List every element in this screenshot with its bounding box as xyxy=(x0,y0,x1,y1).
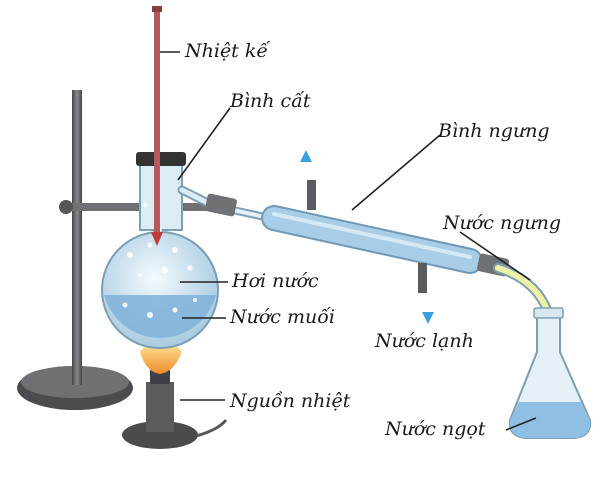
water-out-arrow-icon xyxy=(300,150,312,162)
label-flask: Bình cất xyxy=(230,90,311,112)
condenser-jacket xyxy=(263,207,481,272)
label-fresh-water: Nước ngọt xyxy=(385,418,486,440)
label-heat-source: Nguồn nhiệt xyxy=(230,390,351,412)
condensate-stream xyxy=(495,265,551,315)
label-steam: Hơi nước xyxy=(232,270,319,292)
burner-base xyxy=(122,421,198,449)
fresh-water-liquid xyxy=(509,402,591,438)
stand-clamp-knob xyxy=(59,200,73,214)
retort-stand xyxy=(17,90,210,410)
leader-fresh-water xyxy=(505,417,537,431)
condenser xyxy=(205,150,509,324)
burner xyxy=(122,338,228,449)
distillation-flask xyxy=(101,152,219,349)
thermometer-bulb xyxy=(151,232,163,246)
burner-nozzle xyxy=(150,370,170,384)
stand-rod xyxy=(72,90,82,385)
label-thermometer: Nhiệt kế xyxy=(185,40,269,62)
label-cold-water: Nước lạnh xyxy=(375,330,474,352)
label-condensed-water: Nước ngưng xyxy=(443,212,562,234)
water-in-arrow-icon xyxy=(422,312,434,324)
flask-stopper xyxy=(136,152,186,166)
stand-clamp-arm xyxy=(60,203,210,211)
condenser-joint-left xyxy=(205,193,237,217)
label-salt-water: Nước muối xyxy=(230,306,335,328)
leader-lines xyxy=(160,51,537,431)
salt-water-liquid xyxy=(104,295,216,338)
thermometer xyxy=(151,6,163,246)
thermometer-stem xyxy=(154,8,160,233)
receiver xyxy=(493,263,592,439)
gas-hose xyxy=(195,419,228,438)
steam-bubbles xyxy=(122,203,197,318)
water-outlet-port xyxy=(307,180,316,210)
burner-body xyxy=(146,382,174,432)
water-inlet-port xyxy=(418,263,427,293)
leader-condensed-water xyxy=(459,231,531,281)
leader-flask xyxy=(177,107,231,181)
leader-condenser xyxy=(351,134,441,211)
flask-neck xyxy=(139,159,183,231)
label-condenser: Bình ngưng xyxy=(438,120,550,142)
